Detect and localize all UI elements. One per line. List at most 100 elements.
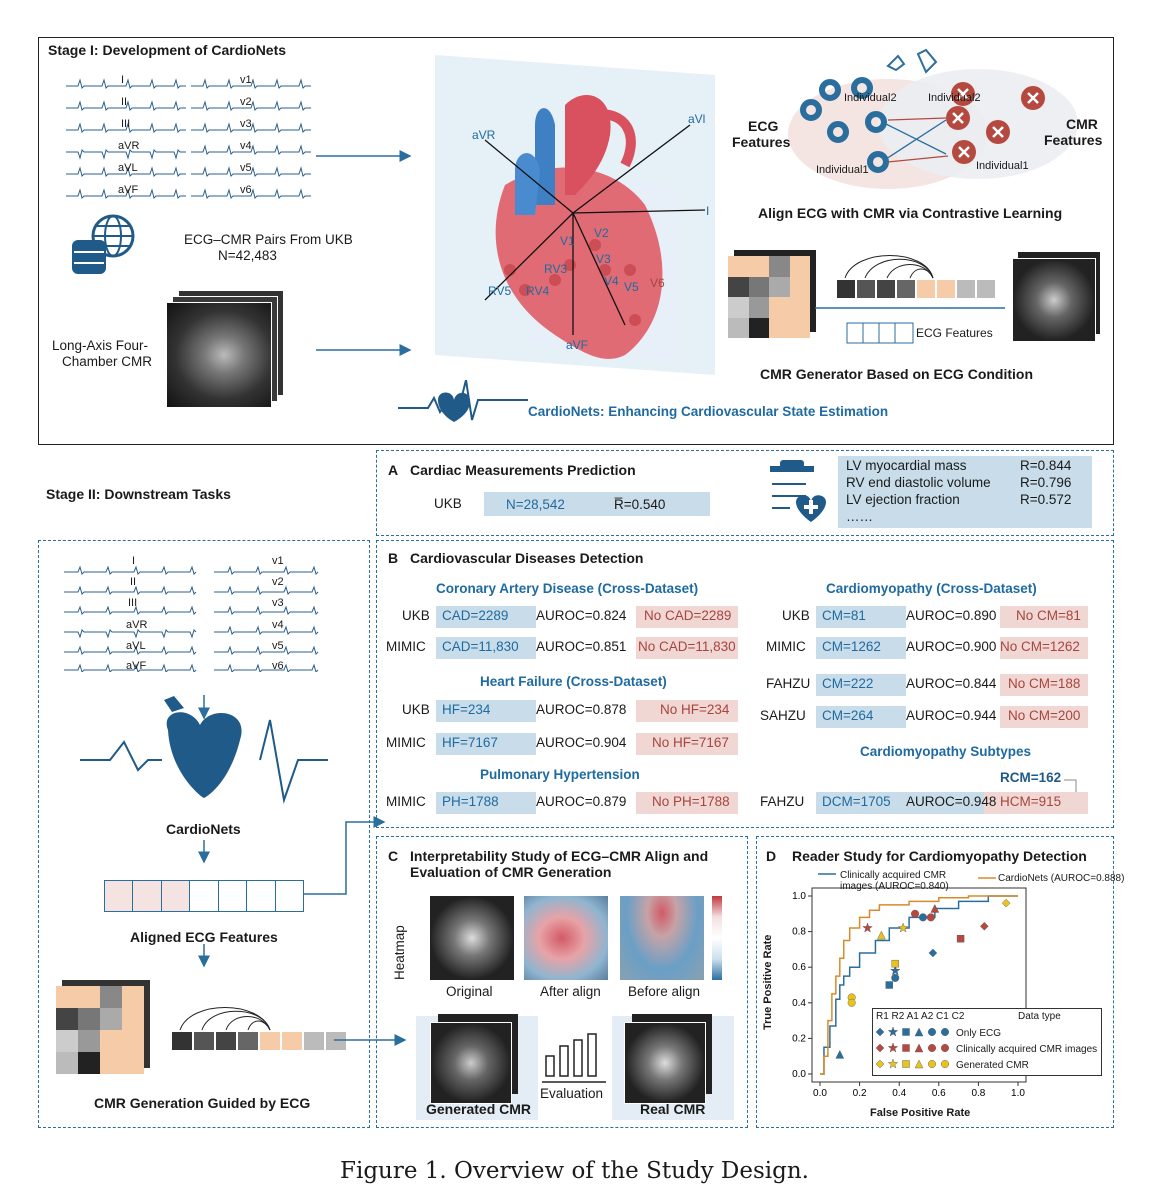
generated-cmr-image [1012, 258, 1096, 342]
y-tick-label: 0.6 [792, 962, 806, 973]
panel-d [756, 836, 1114, 1128]
lead-pos: V4 [604, 274, 619, 288]
x-tick-label: 1.0 [1011, 1088, 1025, 1099]
panel-d-letter: D [766, 848, 777, 864]
reader-point [928, 948, 938, 958]
row-pos: PH=1788 [442, 794, 499, 809]
row-pos-bar [436, 733, 536, 755]
token-sequence-stage2 [172, 1007, 407, 1050]
row-pos: DCM=1705 [822, 794, 891, 809]
reader-point [918, 913, 927, 922]
measure-name: RV end diastolic volume [846, 475, 991, 490]
row-dataset: FAHZU [760, 794, 805, 809]
img-label: Before align [628, 984, 701, 999]
rcm-label: RCM=162 [1000, 770, 1062, 785]
row-auroc: AUROC=0.878 [536, 702, 627, 717]
real-label: Real CMR [640, 1101, 706, 1117]
patch-grid-stage2 [56, 980, 150, 1074]
lead-label: aVF [118, 184, 139, 196]
cardionets-banner: CardioNets: Enhancing Cardiovascular Sta… [528, 404, 889, 419]
stage2-left-panel [38, 540, 370, 1128]
row-neg: No PH=1788 [652, 794, 730, 809]
stage2-ecg-traces [64, 565, 319, 672]
heart-illustration [435, 55, 715, 375]
cmr-features-label-1: CMR [1066, 116, 1098, 132]
row-neg-bar [636, 700, 738, 722]
lead-label: aVF [126, 660, 147, 672]
generator-title: CMR Generator Based on ECG Condition [760, 366, 1034, 382]
row-pos-bar [816, 606, 906, 628]
roc-line-clinical [820, 895, 1018, 1075]
stage2-flow [80, 695, 328, 968]
hf-title: Heart Failure (Cross-Dataset) [480, 674, 667, 689]
lead-label: v5 [240, 162, 252, 174]
heatmap-colorbar [712, 896, 722, 980]
datatype-header: Data type [1018, 1011, 1061, 1022]
lead-label: v4 [272, 619, 284, 631]
reader-point [889, 965, 901, 976]
reader-point [897, 922, 909, 933]
row-neg: No CAD=11,830 [638, 639, 736, 654]
individual-label: Individual2 [844, 92, 897, 104]
pairs-n: N=42,483 [218, 248, 277, 263]
cmr-label-line2: Chamber CMR [62, 354, 153, 369]
row-pos: CM=264 [822, 708, 874, 723]
cardionets-heartbeat-icon [398, 380, 528, 422]
lead-label: aVR [126, 619, 148, 631]
row-neg: No CM=188 [1008, 676, 1081, 691]
reader-point [1001, 898, 1011, 908]
row-pos-bar [436, 637, 536, 659]
arrow-to-panels [304, 816, 386, 895]
row-dataset: MIMIC [766, 639, 806, 654]
row-neg: No CM=200 [1008, 708, 1081, 723]
aligned-label: Aligned ECG Features [130, 929, 278, 945]
generated-cmr-front [430, 1022, 512, 1104]
lead-label: v4 [240, 140, 252, 152]
roc-line-cardionets [820, 895, 1018, 1075]
real-cmr-front [624, 1022, 706, 1104]
row-neg: No CAD=2289 [644, 608, 732, 623]
row-neg-bar [1000, 637, 1088, 659]
ecg-features-label-2: Features [732, 134, 791, 150]
panel-c-title-1: Interpretability Study of ECG–CMR Align … [410, 848, 709, 864]
panel-a-rbar: R̅=0.540 [614, 497, 666, 512]
plot-frame [811, 887, 1027, 1083]
figure-caption: Figure 1. Overview of the Study Design. [340, 1158, 809, 1184]
legend-marker [887, 1058, 899, 1069]
measure-r: R=0.844 [1020, 458, 1072, 473]
generated-label: Generated CMR [426, 1101, 532, 1117]
legend-clin-2: images (AUROC=0.840) [840, 881, 949, 892]
row-pos: CAD=2289 [442, 608, 509, 623]
legend-marker [914, 1043, 924, 1053]
ecg-features-label-1: ECG [748, 118, 779, 134]
legend-marker [914, 1027, 924, 1037]
row-pos-bar [436, 792, 536, 814]
pairs-label: ECG–CMR Pairs From UKB [184, 232, 353, 247]
measure-name: LV myocardial mass [846, 458, 967, 473]
y-axis-label: True Positive Rate [762, 934, 774, 1030]
lead-label: v5 [272, 640, 284, 652]
roc-chart: 0.00.00.20.20.40.40.60.60.80.81.01.0 [792, 873, 1027, 1099]
row-pos-bar [816, 674, 906, 696]
x-tick-label: 0.6 [932, 1088, 946, 1099]
row-dataset: UKB [782, 608, 810, 623]
cad-title: Coronary Artery Disease (Cross-Dataset) [436, 581, 699, 596]
legend-marker [940, 1027, 949, 1036]
row-neg: No HF=234 [660, 702, 730, 717]
panel-b-title: Cardiovascular Diseases Detection [410, 550, 644, 566]
after-align-heatmap [524, 896, 608, 980]
lead-label: v1 [272, 555, 284, 567]
img-label: After align [540, 984, 601, 999]
generation-label: CMR Generation Guided by ECG [94, 1095, 311, 1111]
row-neg-bar [636, 637, 738, 659]
lead-pos: RV4 [526, 284, 550, 298]
legend-marker [875, 1027, 885, 1037]
lead-pos: V2 [594, 226, 609, 240]
cmr-image [166, 302, 272, 408]
reader-point [847, 998, 856, 1007]
axis-label: aVR [472, 128, 496, 142]
x-tick-label: 0.2 [853, 1088, 867, 1099]
row-auroc: AUROC=0.944 [906, 708, 997, 723]
legend-marker [928, 1027, 937, 1036]
token-sequence [815, 255, 1005, 344]
